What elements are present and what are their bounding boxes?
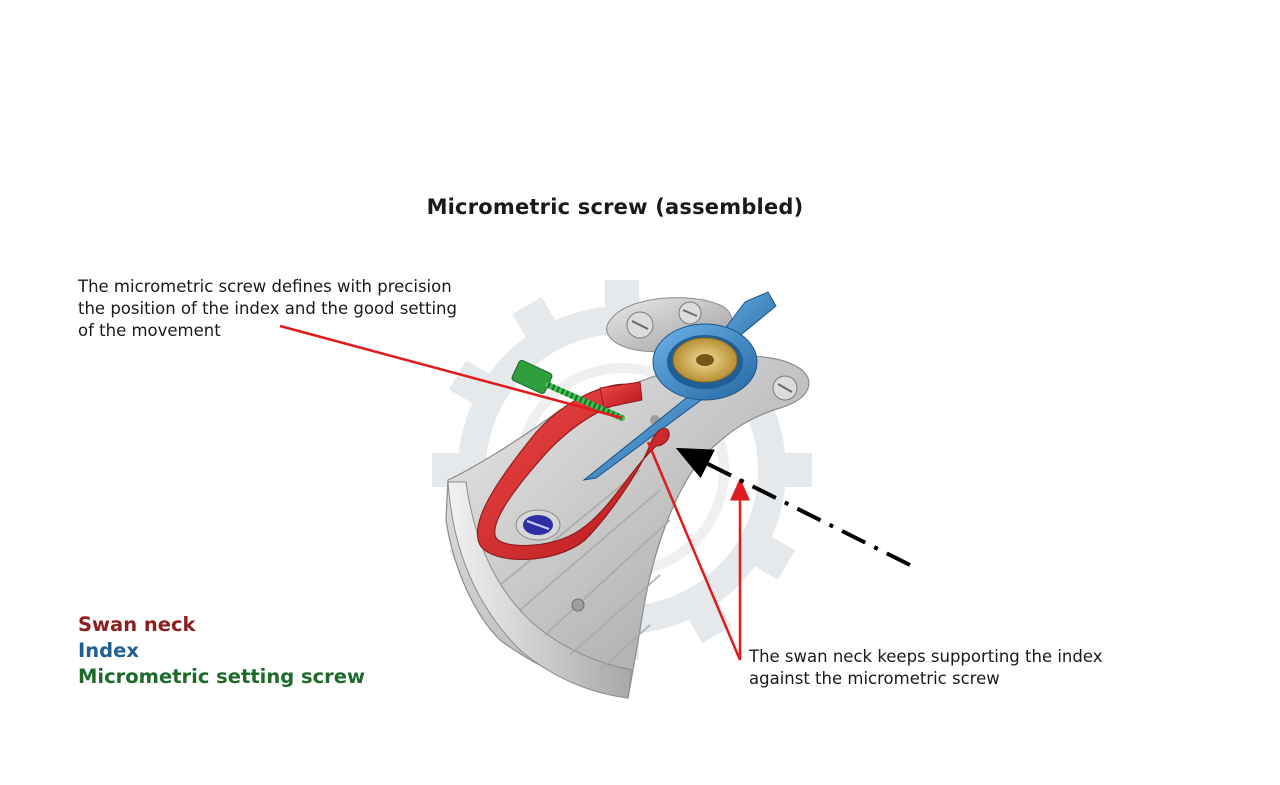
- legend: Swan neck Index Micrometric setting scre…: [78, 612, 365, 690]
- legend-index: Index: [78, 639, 139, 662]
- index-part: [582, 291, 777, 481]
- blue-screw-icon: [515, 509, 561, 541]
- annotation-line: The micrometric screw defines with preci…: [78, 277, 452, 296]
- annotation-line: against the micrometric screw: [749, 669, 1000, 688]
- pointer-micrometric-screw: [279, 324, 623, 420]
- micrometric-screw-part: [511, 359, 625, 421]
- annotation-line: of the movement: [78, 321, 221, 340]
- annotation-line: the position of the index and the good s…: [78, 299, 457, 318]
- legend-micrometric-screw: Micrometric setting screw: [78, 665, 365, 688]
- legend-swan-neck: Swan neck: [78, 613, 196, 636]
- pointer-swan-neck: [646, 441, 750, 661]
- diagram-title: Micrometric screw (assembled): [426, 195, 804, 219]
- annotation-micrometric-screw: The micrometric screw defines with preci…: [78, 276, 528, 342]
- annotation-line: The swan neck keeps supporting the index: [749, 647, 1103, 666]
- swan-neck-part: [476, 381, 670, 560]
- force-direction-arrow: [675, 447, 911, 567]
- annotation-swan-neck: The swan neck keeps supporting the index…: [749, 646, 1189, 690]
